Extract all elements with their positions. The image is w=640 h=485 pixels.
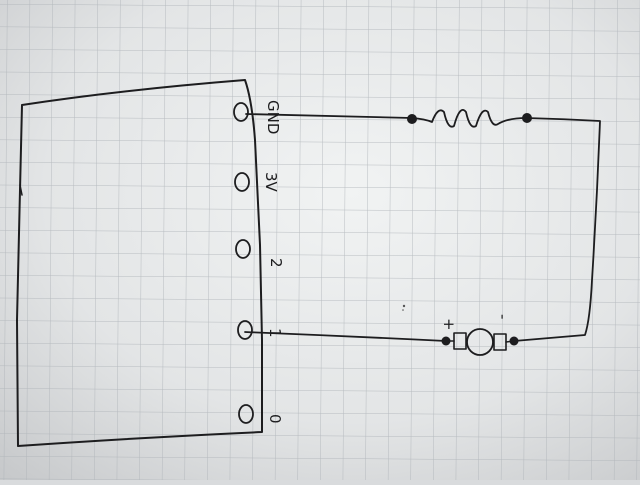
- pin-hole-0: [238, 404, 254, 424]
- pin-label-0: 0: [266, 414, 284, 424]
- motor-label-plus: +: [440, 318, 458, 331]
- resistor: [411, 108, 527, 128]
- pin-label-gnd: GND: [264, 100, 282, 134]
- board-outline: [16, 79, 263, 447]
- pin-label-2: 2: [267, 258, 285, 268]
- pin-hole-2: [235, 239, 251, 259]
- pin-hole-3v: [234, 172, 250, 192]
- resistor-node-left: [407, 114, 417, 124]
- paper-speck: [402, 304, 406, 308]
- resistor-node-right: [522, 113, 532, 123]
- board-tick-mark: [19, 184, 23, 196]
- motor-body: [466, 328, 494, 356]
- pin-label-3v: 3V: [262, 172, 280, 193]
- wire-resistor-to-motor: [513, 117, 601, 342]
- pin-label-1: 1: [266, 328, 284, 338]
- motor-node-plus: [441, 336, 451, 346]
- motor-label-minus: -: [494, 314, 512, 319]
- motor-node-minus: [509, 336, 519, 346]
- pin-hole-1: [237, 320, 253, 340]
- pin-hole-gnd: [233, 102, 249, 122]
- wire-gnd-to-resistor: [245, 113, 413, 119]
- wire-pin1-to-motor: [244, 331, 447, 342]
- paper-speck: [402, 309, 404, 311]
